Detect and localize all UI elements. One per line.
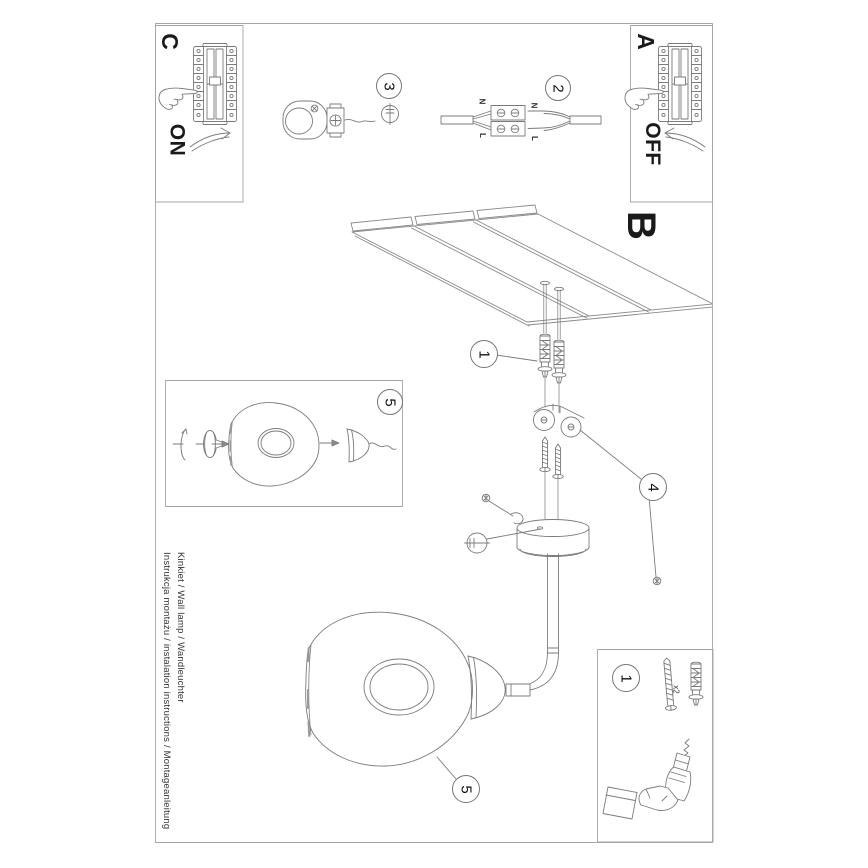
terminal-block-illustration: [490, 121, 526, 137]
box-a-power-off: [624, 25, 713, 203]
mounting-bracket-illustration: [533, 403, 585, 438]
step-badge-4: 4: [639, 473, 667, 501]
leader-line: [486, 528, 542, 540]
cable-illustration: [440, 115, 474, 125]
terminal-label-n: N: [529, 102, 539, 108]
footer-title-line: Instrukcja montażu / instalation instruc…: [161, 552, 172, 830]
step4-leaders: [579, 429, 662, 586]
leader-line: [436, 756, 457, 780]
ceiling-panel-illustration: [350, 204, 712, 327]
socket-cup-illustration: [346, 428, 397, 463]
pointing-hand-icon: [624, 87, 664, 110]
terminal-block-illustration: [490, 105, 526, 121]
footer-product-line: Kinkiet / Wall lamp / Wandleuchter: [175, 552, 186, 703]
step-badge-5: 5: [377, 389, 403, 415]
step-badge-1: 1: [470, 340, 498, 368]
step2-wiring-illustration: [440, 105, 602, 137]
step-badge-5: 5: [452, 775, 480, 803]
flathead-screw-icon: [381, 103, 399, 125]
wall-anchor-illustration: [537, 333, 553, 378]
ground-wire-illustration: [510, 512, 524, 525]
step-badge-3: 3: [376, 73, 402, 99]
drill-illustration: [602, 738, 692, 820]
lamp-arm-illustration: [505, 553, 559, 697]
box-step1-parts: [597, 649, 714, 843]
wire-illustration: [368, 442, 397, 450]
pointing-hand-icon: [158, 87, 198, 110]
terminal-label-n: N: [477, 98, 487, 104]
section-b-label: B: [618, 210, 663, 240]
step1-anchors-illustration: [495, 280, 567, 414]
curved-arrow-on-icon: [189, 127, 231, 152]
canopy-illustration: [464, 493, 590, 557]
lamp-shade-illustration: [228, 402, 320, 487]
box-step5-exploded: [165, 380, 403, 507]
rotation-arrow-icon: [172, 428, 188, 461]
flathead-screw-icon: [464, 532, 490, 554]
page-frame: [155, 23, 713, 843]
canopy-screws-illustration: [539, 436, 564, 521]
wall-anchor-illustration: [551, 339, 567, 384]
screw-illustration: [663, 657, 677, 711]
leader-line: [488, 500, 514, 517]
assembly-arrow-icon: [211, 440, 230, 448]
leader-line: [579, 429, 642, 480]
leader-line: [495, 354, 538, 362]
leader-line: [648, 496, 657, 578]
assembly-arrow-icon: [319, 439, 340, 447]
wall-anchor-illustration: [688, 661, 704, 706]
step3-canopy-terminal-illustration: [282, 100, 399, 140]
quantity-label: x2: [671, 685, 681, 694]
box-c-power-on: [155, 25, 244, 203]
cable-illustration: [569, 115, 602, 125]
socket-cup-illustration: [467, 655, 506, 720]
lamp-shade-illustration: [305, 611, 506, 780]
step-badge-2: 2: [545, 75, 571, 101]
step-badge-1: 1: [612, 664, 640, 692]
box-c-state-on: ON: [165, 123, 188, 157]
wire-illustration: [344, 118, 376, 123]
box-c-label: C: [156, 32, 183, 50]
box-a-state-off: OFF: [641, 122, 664, 166]
screw-head-icon: [481, 493, 491, 503]
terminal-label-l: L: [477, 132, 487, 138]
box-a-label: A: [632, 32, 659, 50]
circuit-breaker-illustration: [193, 43, 237, 125]
screw-head-icon: [652, 576, 662, 586]
terminal-label-l: L: [529, 135, 539, 141]
curved-arrow-off-icon: [664, 127, 706, 152]
circuit-breaker-illustration: [658, 43, 702, 125]
